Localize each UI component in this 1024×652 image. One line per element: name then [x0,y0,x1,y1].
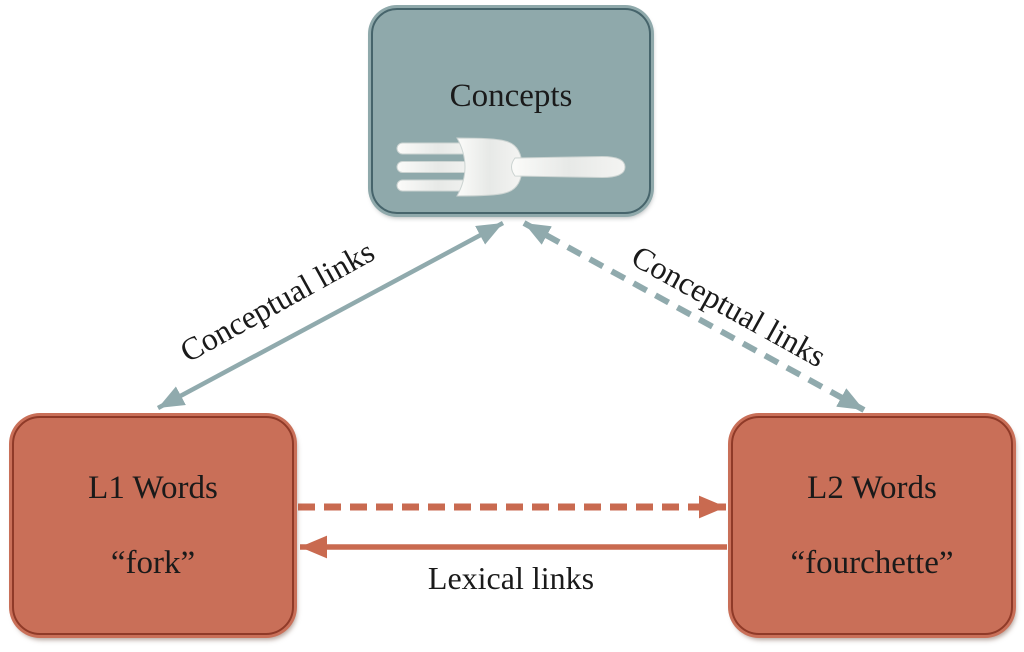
fork-icon [396,137,626,197]
l1-words-box: L1 Words “fork” [12,416,294,635]
l2-words-box: L2 Words “fourchette” [731,416,1013,635]
concepts-box: Concepts [371,8,651,214]
conceptual-links-arrow-right-dashed [522,220,866,413]
concepts-box-label: Concepts [449,78,573,114]
l1-words-title: L1 Words [88,469,218,506]
conceptual-links-arrow-left-solid [156,221,505,410]
l1-example-word: “fork” [110,544,196,581]
l2-example-word: “fourchette” [790,544,954,581]
lexical-links-label: Lexical links [427,560,595,596]
l2-words-title: L2 Words [807,469,937,506]
